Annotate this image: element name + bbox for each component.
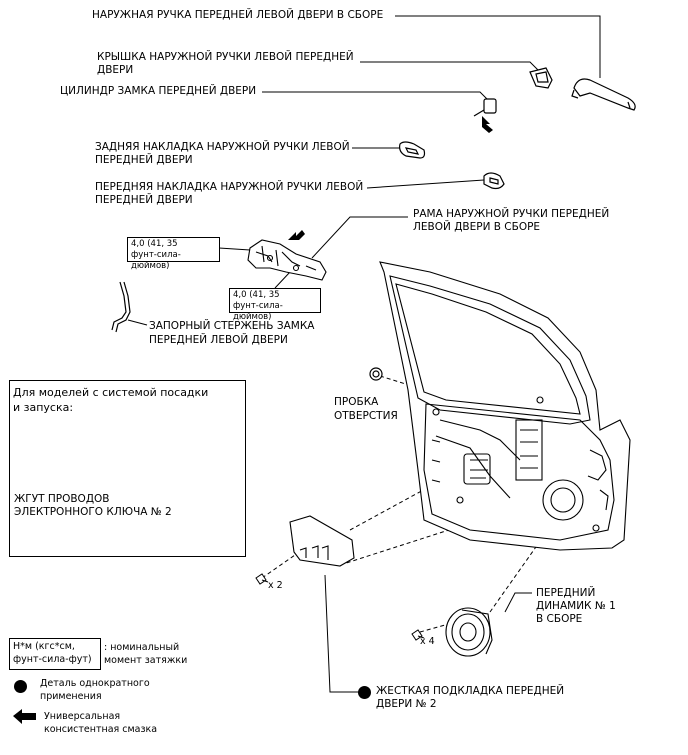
dash-bolt-stiffener <box>261 554 296 579</box>
label-stiffener-line2: ДВЕРИ № 2 <box>376 698 437 710</box>
nonreusable-marker <box>358 686 371 699</box>
legend-torque-desc-line1: : номинальный <box>104 642 180 653</box>
label-hole-plug-line1: ПРОБКА <box>334 396 379 408</box>
inset-title-line2: и запуска: <box>13 401 74 414</box>
rear-pad-shape <box>399 141 426 159</box>
leader-stiffener <box>324 574 360 693</box>
torque-box-upper: 4,0 (41, 35 фунт-сила-дюймов) <box>127 237 220 271</box>
bolt-stiffener-shape <box>255 573 269 585</box>
stiffener-shape <box>289 515 355 567</box>
legend-torque-box-line2: фунт-сила-фут) <box>13 654 92 665</box>
legend-grease-line2: консистентная смазка <box>44 724 158 735</box>
dash-plug <box>379 375 426 391</box>
handle-cover-shape <box>529 67 553 89</box>
label-hole-plug-line2: ОТВЕРСТИЯ <box>334 410 398 422</box>
legend-torque-desc-line2: момент затяжки <box>104 655 188 666</box>
label-rear-pad-line1: ЗАДНЯЯ НАКЛАДКА НАРУЖНОЙ РУЧКИ ЛЕВОЙ <box>95 141 350 153</box>
label-frame-line2: ЛЕВОЙ ДВЕРИ В СБОРЕ <box>413 221 541 233</box>
label-lock-rod-line2: ПЕРЕДНЕЙ ЛЕВОЙ ДВЕРИ <box>149 334 288 346</box>
torque-upper-line2: фунт-сила-дюймов) <box>131 250 181 271</box>
lock-rod-shape <box>111 281 131 333</box>
qty-stiffener-bolts: x 2 <box>268 580 283 591</box>
front-pad-shape <box>483 172 505 190</box>
leader-lock-cylinder <box>262 91 489 101</box>
label-outside-handle-assy: НАРУЖНАЯ РУЧКА ПЕРЕДНЕЙ ЛЕВОЙ ДВЕРИ В СБ… <box>92 9 384 21</box>
inset-title: Для моделей с системой посадки и запуска… <box>13 385 208 415</box>
label-speaker-line1: ПЕРЕДНИЙ <box>536 587 596 599</box>
legend-torque-box: Н*м (кгс*см, фунт-сила-фут) <box>9 638 101 670</box>
label-stiffener-line1: ЖЕСТКАЯ ПОДКЛАДКА ПЕРЕДНЕЙ <box>376 685 565 697</box>
legend-torque-box-line1: Н*м (кгс*см, <box>13 641 75 652</box>
label-harness-line2: ЭЛЕКТРОННОГО КЛЮЧА № 2 <box>14 506 172 518</box>
grease-arrow-frame <box>288 230 305 240</box>
leader-lock-rod <box>127 319 148 326</box>
leader-upper-torque <box>218 247 251 251</box>
label-handle-cover-line1: КРЫШКА НАРУЖНОЙ РУЧКИ ЛЕВОЙ ПЕРЕДНЕЙ <box>97 51 354 63</box>
lock-cylinder-shape <box>473 98 497 117</box>
leader-lower-torque <box>274 271 291 289</box>
leader-front-pad <box>366 179 485 189</box>
label-front-pad-line1: ПЕРЕДНЯЯ НАКЛАДКА НАРУЖНОЙ РУЧКИ ЛЕВОЙ <box>95 181 364 193</box>
leader-frame <box>311 216 408 259</box>
label-speaker-line2: ДИНАМИК № 1 <box>536 600 616 612</box>
legend-grease-line1: Универсальная <box>44 711 121 722</box>
legend-nonreusable-line1: Деталь однократного <box>40 678 150 689</box>
frame-shape <box>247 239 327 281</box>
label-speaker-line3: В СБОРЕ <box>536 613 583 625</box>
grease-arrow-cylinder <box>482 116 493 133</box>
dash-bolt-speaker <box>419 624 446 633</box>
torque-lower-line1: 4,0 (41, 35 <box>233 290 280 300</box>
speaker-shape <box>445 607 493 657</box>
qty-speaker-bolts: x 4 <box>420 636 435 647</box>
label-lock-rod-line1: ЗАПОРНЫЙ СТЕРЖЕНЬ ЗАМКА <box>149 320 315 332</box>
torque-box-lower: 4,0 (41, 35 фунт-сила-дюймов) <box>229 288 321 322</box>
leader-handle-cover <box>360 61 539 71</box>
outside-handle-shape <box>571 78 636 111</box>
door-panel-shape <box>379 261 631 551</box>
torque-upper-line1: 4,0 (41, 35 <box>131 239 178 249</box>
label-harness-line1: ЖГУТ ПРОВОДОВ <box>14 493 110 505</box>
inset-smart-key-models: Для моделей с системой посадки и запуска… <box>9 380 246 557</box>
label-handle-cover-line2: ДВЕРИ <box>97 64 134 76</box>
bolt-speaker-shape <box>411 629 425 641</box>
inset-title-line1: Для моделей с системой посадки <box>13 386 209 399</box>
label-front-pad-line2: ПЕРЕДНЕЙ ДВЕРИ <box>95 194 193 206</box>
torque-lower-line2: фунт-сила-дюймов) <box>233 301 283 322</box>
legend-nonreusable-line2: применения <box>40 691 102 702</box>
label-lock-cylinder: ЦИЛИНДР ЗАМКА ПЕРЕДНЕЙ ДВЕРИ <box>60 85 257 97</box>
legend-grease-arrow <box>13 709 36 724</box>
leader-outside-handle <box>395 15 601 78</box>
leader-speaker <box>504 592 532 613</box>
hole-plug-shape <box>369 367 383 381</box>
label-rear-pad-line2: ПЕРЕДНЕЙ ДВЕРИ <box>95 154 193 166</box>
legend-nonreusable-icon <box>14 680 27 693</box>
label-frame-line1: РАМА НАРУЖНОЙ РУЧКИ ПЕРЕДНЕЙ <box>413 208 610 220</box>
